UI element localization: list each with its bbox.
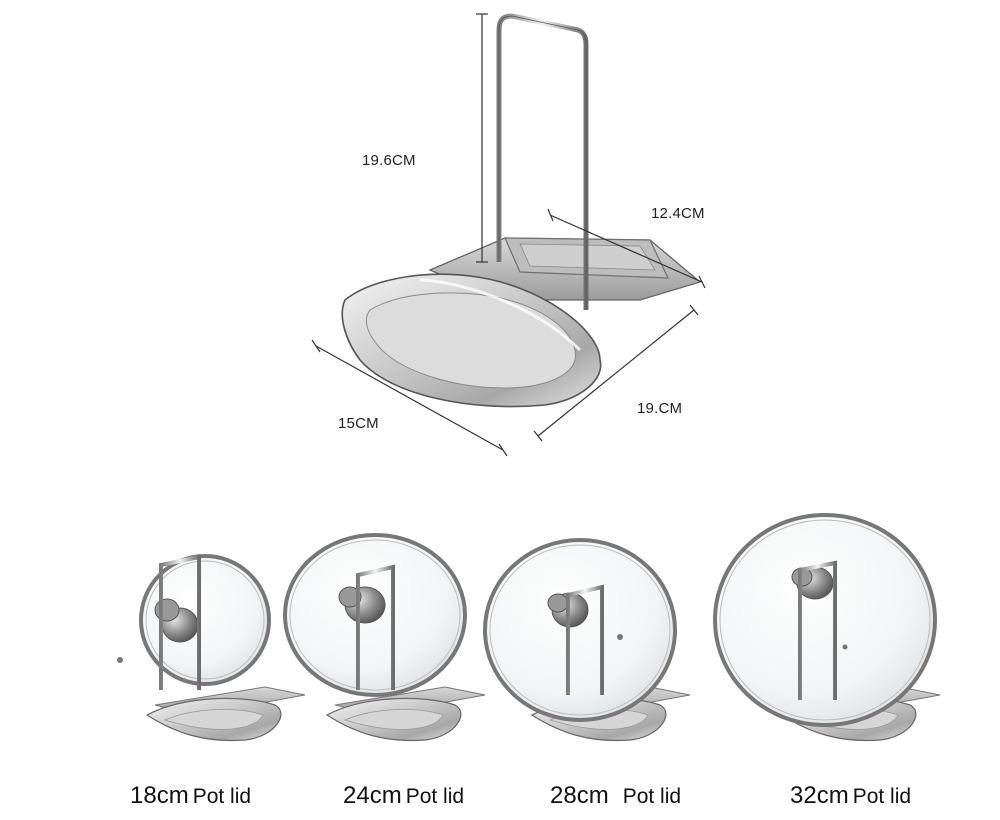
height-label: 19.6CM bbox=[362, 152, 416, 169]
caption-lid: Pot lid bbox=[405, 785, 465, 808]
caption-lid: Pot lid bbox=[622, 785, 682, 808]
caption-18cm: 18cm Pot lid bbox=[130, 782, 251, 816]
dimension-lines bbox=[311, 13, 706, 457]
width-label: 19.CM bbox=[637, 400, 683, 417]
depth-label: 12.4CM bbox=[651, 205, 705, 222]
caption-lid: Pot lid bbox=[192, 785, 252, 808]
caption-size: 32cm bbox=[790, 782, 849, 809]
stand-18cm bbox=[117, 554, 306, 742]
stand-28cm bbox=[483, 538, 691, 742]
caption-28cm: 28cm Pot lid bbox=[550, 782, 681, 816]
length-label: 15CM bbox=[338, 415, 379, 432]
caption-24cm: 24cm Pot lid bbox=[343, 782, 464, 816]
caption-lid: Pot lid bbox=[852, 785, 912, 808]
stand-32cm bbox=[713, 513, 941, 742]
caption-size: 24cm bbox=[343, 782, 402, 809]
caption-size: 28cm bbox=[550, 782, 609, 809]
stand-24cm bbox=[283, 533, 486, 742]
caption-32cm: 32cm Pot lid bbox=[790, 782, 911, 816]
caption-size: 18cm bbox=[130, 782, 189, 809]
main-stand bbox=[341, 13, 702, 408]
